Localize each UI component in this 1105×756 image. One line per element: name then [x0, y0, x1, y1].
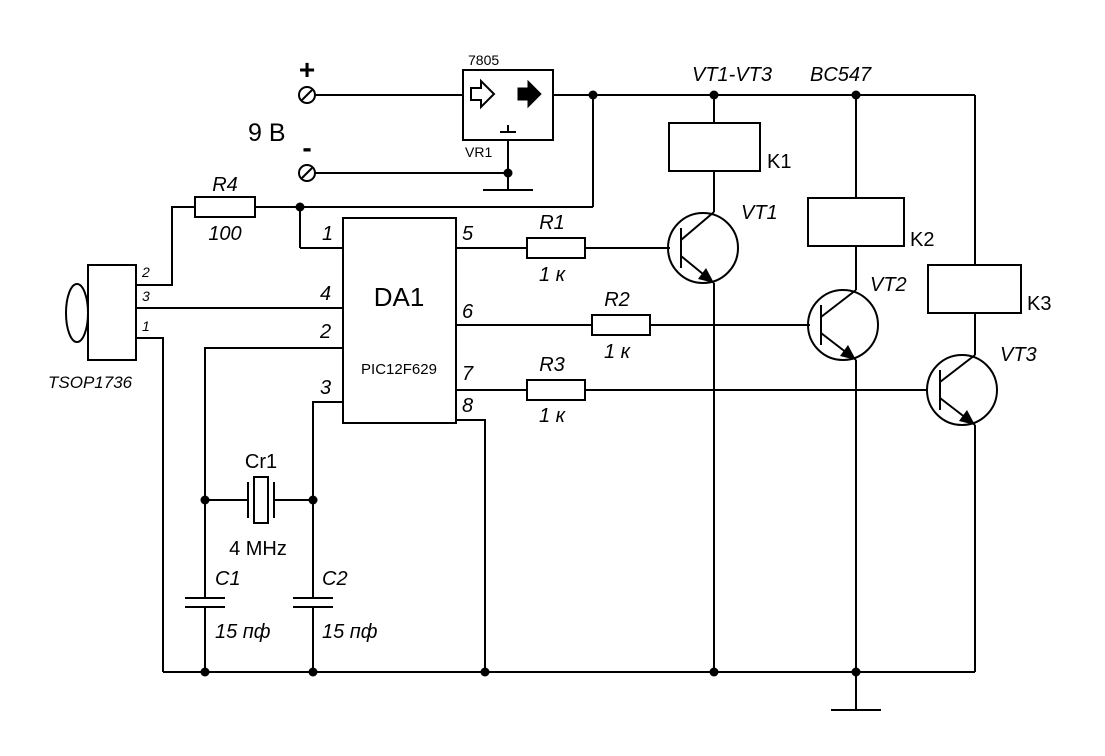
voltage-regulator: 7805 VR1	[462, 52, 554, 191]
vt3-label: VT3	[1000, 344, 1037, 366]
r2-value: 1 к	[604, 341, 632, 363]
transistor-vt1: VT1	[667, 202, 778, 672]
relay-k1: K1	[668, 95, 791, 212]
c1-ref: C1	[215, 568, 241, 590]
ic-pin-7: 7	[462, 363, 474, 385]
r4-value: 100	[208, 223, 241, 245]
transistors-part: BC547	[810, 64, 872, 86]
r1-ref: R1	[539, 212, 565, 234]
k2-label: K2	[910, 229, 934, 251]
crystal-ref: Cr1	[245, 451, 277, 473]
crystal-value: 4 MHz	[229, 538, 287, 560]
relay-k2: K2	[807, 95, 934, 290]
plus-label: +	[299, 54, 315, 85]
r3-value: 1 к	[539, 405, 567, 427]
ir-pin-1: 1	[142, 318, 150, 334]
relay-k3: K3	[927, 264, 1051, 355]
vt2-label: VT2	[870, 274, 907, 296]
voltage-label: 9 В	[248, 119, 286, 147]
supply-terminals: + - 9 В	[248, 54, 508, 182]
ic-da1: DA1 PIC12F629 1 4 2 3 5 6 7 8	[319, 217, 474, 424]
c2-ref: C2	[322, 568, 348, 590]
resistor-r1: R1 1 к	[456, 212, 670, 286]
positive-rail: VT1-VT3 BC547	[295, 64, 976, 265]
ir-pin-2: 2	[141, 264, 150, 280]
k3-label: K3	[1027, 293, 1051, 315]
ir-receiver-part: TSOP1736	[48, 373, 133, 392]
oscillator: Cr1 4 MHz C1 15 пф C2 15 пф	[185, 347, 378, 672]
ground-bus	[163, 667, 975, 711]
vt1-label: VT1	[741, 202, 778, 224]
minus-label: -	[302, 132, 311, 163]
k1-label: K1	[767, 151, 791, 173]
ic-pin-6: 6	[462, 301, 474, 323]
c1-value: 15 пф	[215, 621, 271, 643]
resistor-r4: R4 100	[136, 174, 300, 286]
ic-ref: DA1	[374, 282, 425, 312]
ic-pin-3: 3	[320, 377, 331, 399]
ic-pin-8: 8	[462, 395, 473, 417]
transistor-vt3: VT3	[926, 344, 1037, 672]
ir-receiver: 2 3 1 TSOP1736	[48, 264, 343, 672]
ic-pin-4: 4	[320, 283, 331, 305]
r2-ref: R2	[604, 289, 630, 311]
ic-ground-wire	[456, 419, 486, 672]
transistor-vt2: VT2	[807, 274, 907, 672]
ic-pin-1: 1	[322, 223, 333, 245]
c2-value: 15 пф	[322, 621, 378, 643]
ir-pin-3: 3	[142, 288, 150, 304]
regulator-part: 7805	[468, 52, 499, 68]
regulator-ref: VR1	[465, 144, 492, 160]
r4-ref: R4	[212, 174, 238, 196]
resistor-r3: R3 1 к	[456, 354, 928, 427]
ic-pin-5: 5	[462, 223, 474, 245]
ic-pin-2: 2	[319, 321, 331, 343]
transistors-refs: VT1-VT3	[692, 64, 772, 86]
r1-value: 1 к	[539, 264, 567, 286]
resistor-r2: R2 1 к	[456, 289, 810, 363]
ic-part: PIC12F629	[361, 361, 437, 378]
r3-ref: R3	[539, 354, 565, 376]
